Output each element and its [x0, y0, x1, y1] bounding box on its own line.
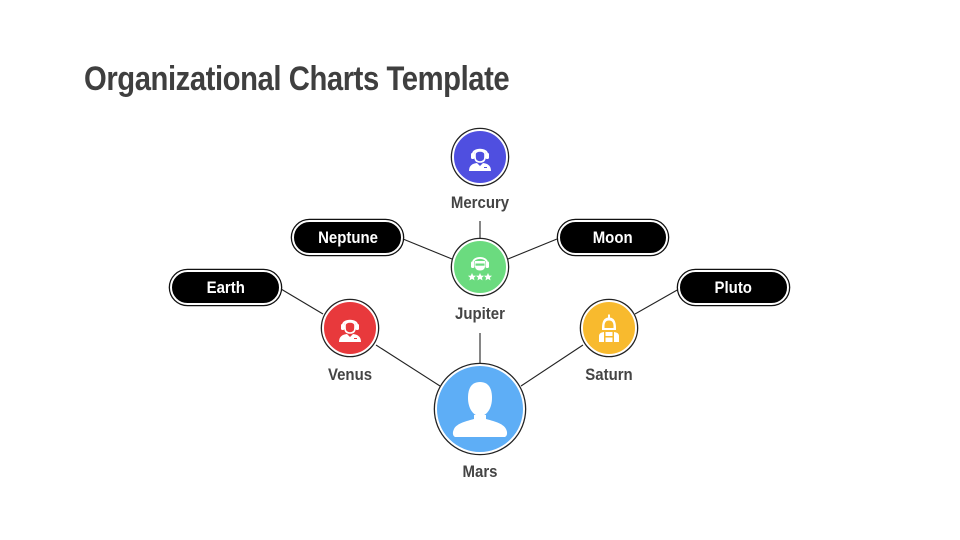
- line-neptune-jupiter: [402, 238, 453, 260]
- node-mercury[interactable]: [452, 129, 508, 185]
- pill-earth[interactable]: Earth: [170, 270, 281, 305]
- line-saturn-mars: [520, 344, 584, 387]
- pill-neptune[interactable]: Neptune: [292, 220, 403, 255]
- line-pluto-saturn: [634, 288, 680, 315]
- node-mars[interactable]: [435, 364, 525, 454]
- node-saturn[interactable]: [581, 300, 637, 356]
- line-earth-venus: [280, 288, 324, 315]
- pill-label-neptune: Neptune: [317, 227, 378, 247]
- line-venus-mars: [375, 344, 441, 387]
- node-label-saturn: Saturn: [585, 365, 633, 384]
- pill-moon[interactable]: Moon: [558, 220, 668, 255]
- pill-label-pluto: Pluto: [714, 277, 753, 297]
- pill-pluto[interactable]: Pluto: [678, 270, 789, 305]
- node-jupiter[interactable]: [452, 239, 508, 295]
- pill-label-earth: Earth: [206, 277, 245, 297]
- astronaut-icon: [599, 314, 619, 342]
- node-venus[interactable]: [322, 300, 378, 356]
- pill-label-moon: Moon: [593, 227, 633, 247]
- person-headset-icon: [469, 148, 491, 171]
- slide-title: Organizational Charts Template: [84, 60, 510, 98]
- user-silhouette-icon: [452, 382, 508, 437]
- headset-rating-stars-icon: [468, 257, 492, 281]
- line-moon-jupiter: [507, 238, 558, 260]
- node-label-mercury: Mercury: [450, 193, 510, 212]
- node-label-jupiter: Jupiter: [455, 304, 505, 323]
- node-label-venus: Venus: [327, 365, 373, 384]
- node-label-mars: Mars: [462, 462, 498, 481]
- person-headset-icon: [339, 319, 361, 342]
